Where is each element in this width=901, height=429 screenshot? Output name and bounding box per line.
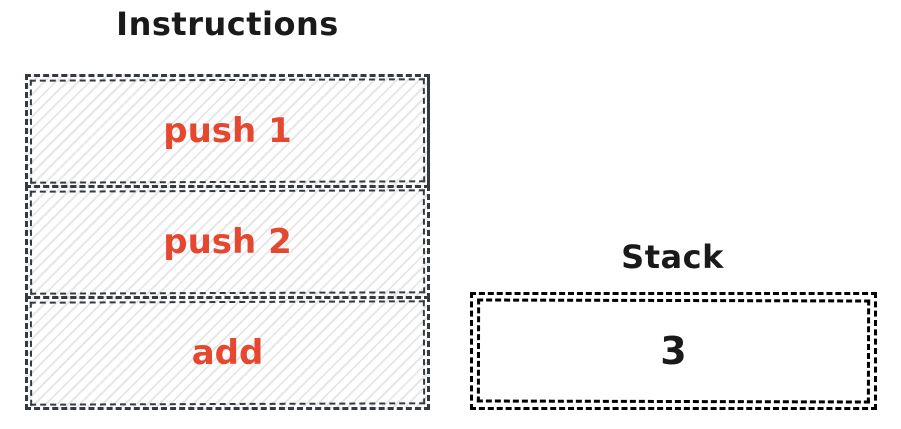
stack-title: Stack <box>621 238 724 276</box>
instruction-label-push-2: push 2 <box>163 222 292 262</box>
instruction-label-add: add <box>191 333 264 373</box>
instructions-list: push 1 push 2 add <box>25 74 430 410</box>
stack-box: 3 <box>470 292 877 410</box>
instructions-title: Instructions <box>116 5 339 43</box>
stack-value: 3 <box>660 329 687 373</box>
instruction-box-push-1: push 1 <box>25 74 430 188</box>
instruction-box-push-2: push 2 <box>25 185 430 299</box>
instruction-box-add: add <box>25 296 430 410</box>
instruction-label-push-1: push 1 <box>163 111 292 151</box>
